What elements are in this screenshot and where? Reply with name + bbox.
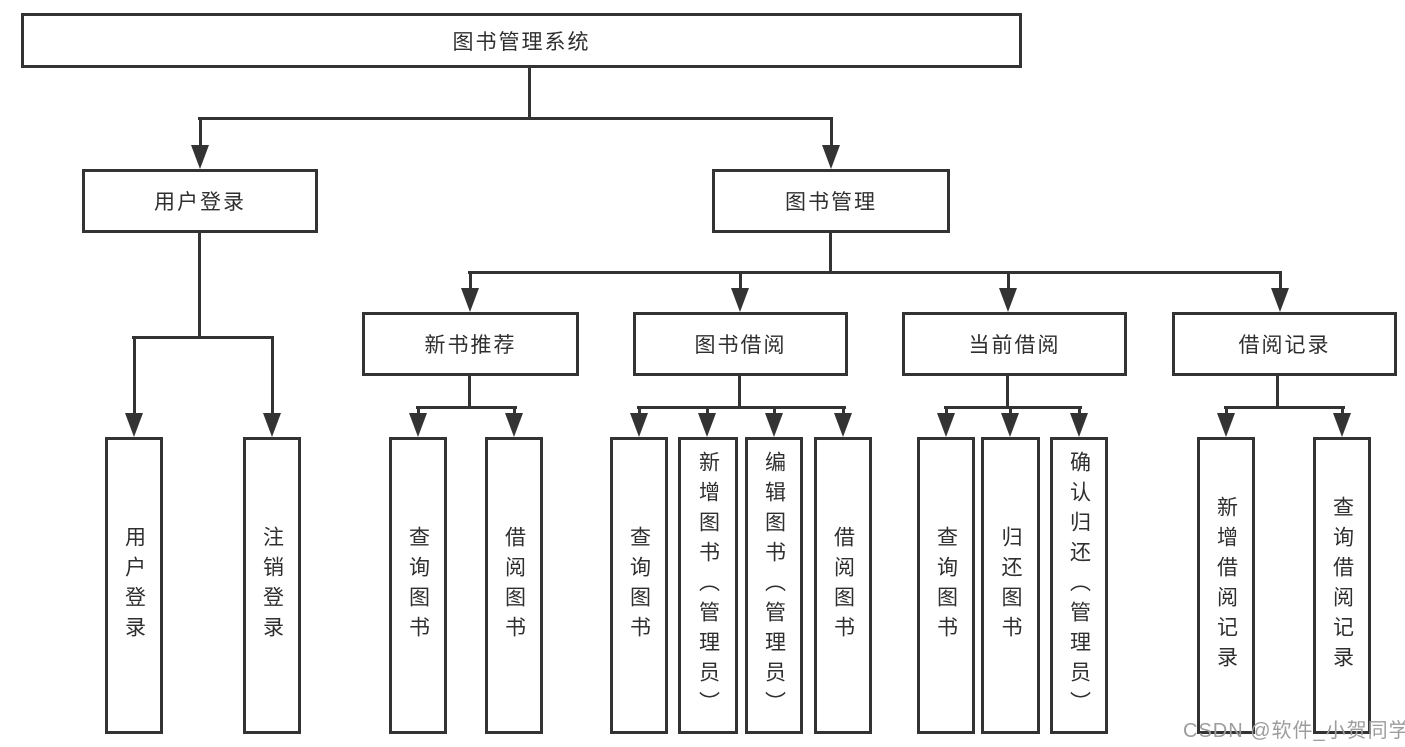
connector-current-borrow-branch [944,406,1082,409]
connector-borrow-records-stem [1276,375,1279,409]
leaf-logout: 注销登录 [243,437,301,734]
leaf-new-books-borrow: 借阅图书 [485,437,543,734]
arrow-book-borrow-leaf-4 [834,409,852,437]
leaf-borrow-query: 查询图书 [610,437,668,734]
leaf-user-login: 用户登录 [105,437,163,734]
leaf-new-books-query: 查询图书 [389,437,447,734]
node-new-books: 新书推荐 [362,312,579,376]
node-book-borrow: 图书借阅 [633,312,848,376]
connector-level3-branch [468,271,1282,274]
arrow-to-book-borrow [731,274,749,312]
node-user-login: 用户登录 [82,169,318,233]
connector-user-login-branch [132,336,274,339]
connector-book-mgmt-stem [829,232,832,271]
leaf-records-query: 查询借阅记录 [1313,437,1371,734]
connector-current-borrow-stem [1006,375,1009,409]
arrow-to-new-books [461,274,479,312]
arrow-book-borrow-leaf-2 [698,409,716,437]
leaf-current-query: 查询图书 [917,437,975,734]
arrow-current-borrow-leaf-3 [1070,409,1088,437]
connector-book-borrow-stem [738,375,741,409]
node-book-mgmt: 图书管理 [712,169,950,233]
csdn-watermark: CSDN @软件_小贺同学 [1183,720,1405,742]
arrow-borrow-records-leaf-1 [1217,409,1235,437]
connector-borrow-records-branch [1224,406,1345,409]
connector-level2-branch [198,117,833,120]
arrow-to-login-leaf [125,339,143,437]
arrow-to-borrow-records [1271,274,1289,312]
connector-root-stem [528,67,531,119]
arrow-borrow-records-leaf-2 [1333,409,1351,437]
leaf-borrow-borrow: 借阅图书 [814,437,872,734]
arrow-new-books-leaf-2 [505,409,523,437]
connector-new-books-branch [416,406,517,409]
arrow-book-borrow-leaf-3 [765,409,783,437]
arrow-to-user-login [191,120,209,169]
node-current-borrow: 当前借阅 [902,312,1127,376]
node-system-root: 图书管理系统 [21,13,1022,68]
arrow-to-book-mgmt [822,120,840,169]
leaf-records-add: 新增借阅记录 [1197,437,1255,734]
node-borrow-records: 借阅记录 [1172,312,1397,376]
leaf-current-return: 归还图书 [981,437,1040,734]
arrow-current-borrow-leaf-1 [937,409,955,437]
arrow-to-current-borrow [999,274,1017,312]
leaf-current-confirm-admin: 确认归还（管理员） [1050,437,1108,734]
arrow-current-borrow-leaf-2 [1001,409,1019,437]
connector-book-borrow-branch [637,406,846,409]
leaf-borrow-edit-admin: 编辑图书（管理员） [745,437,803,734]
connector-new-books-stem [468,375,471,409]
connector-user-login-stem [198,232,201,336]
arrow-new-books-leaf-1 [409,409,427,437]
leaf-borrow-add-admin: 新增图书（管理员） [678,437,738,734]
arrow-book-borrow-leaf-1 [630,409,648,437]
arrow-to-logout-leaf [263,339,281,437]
